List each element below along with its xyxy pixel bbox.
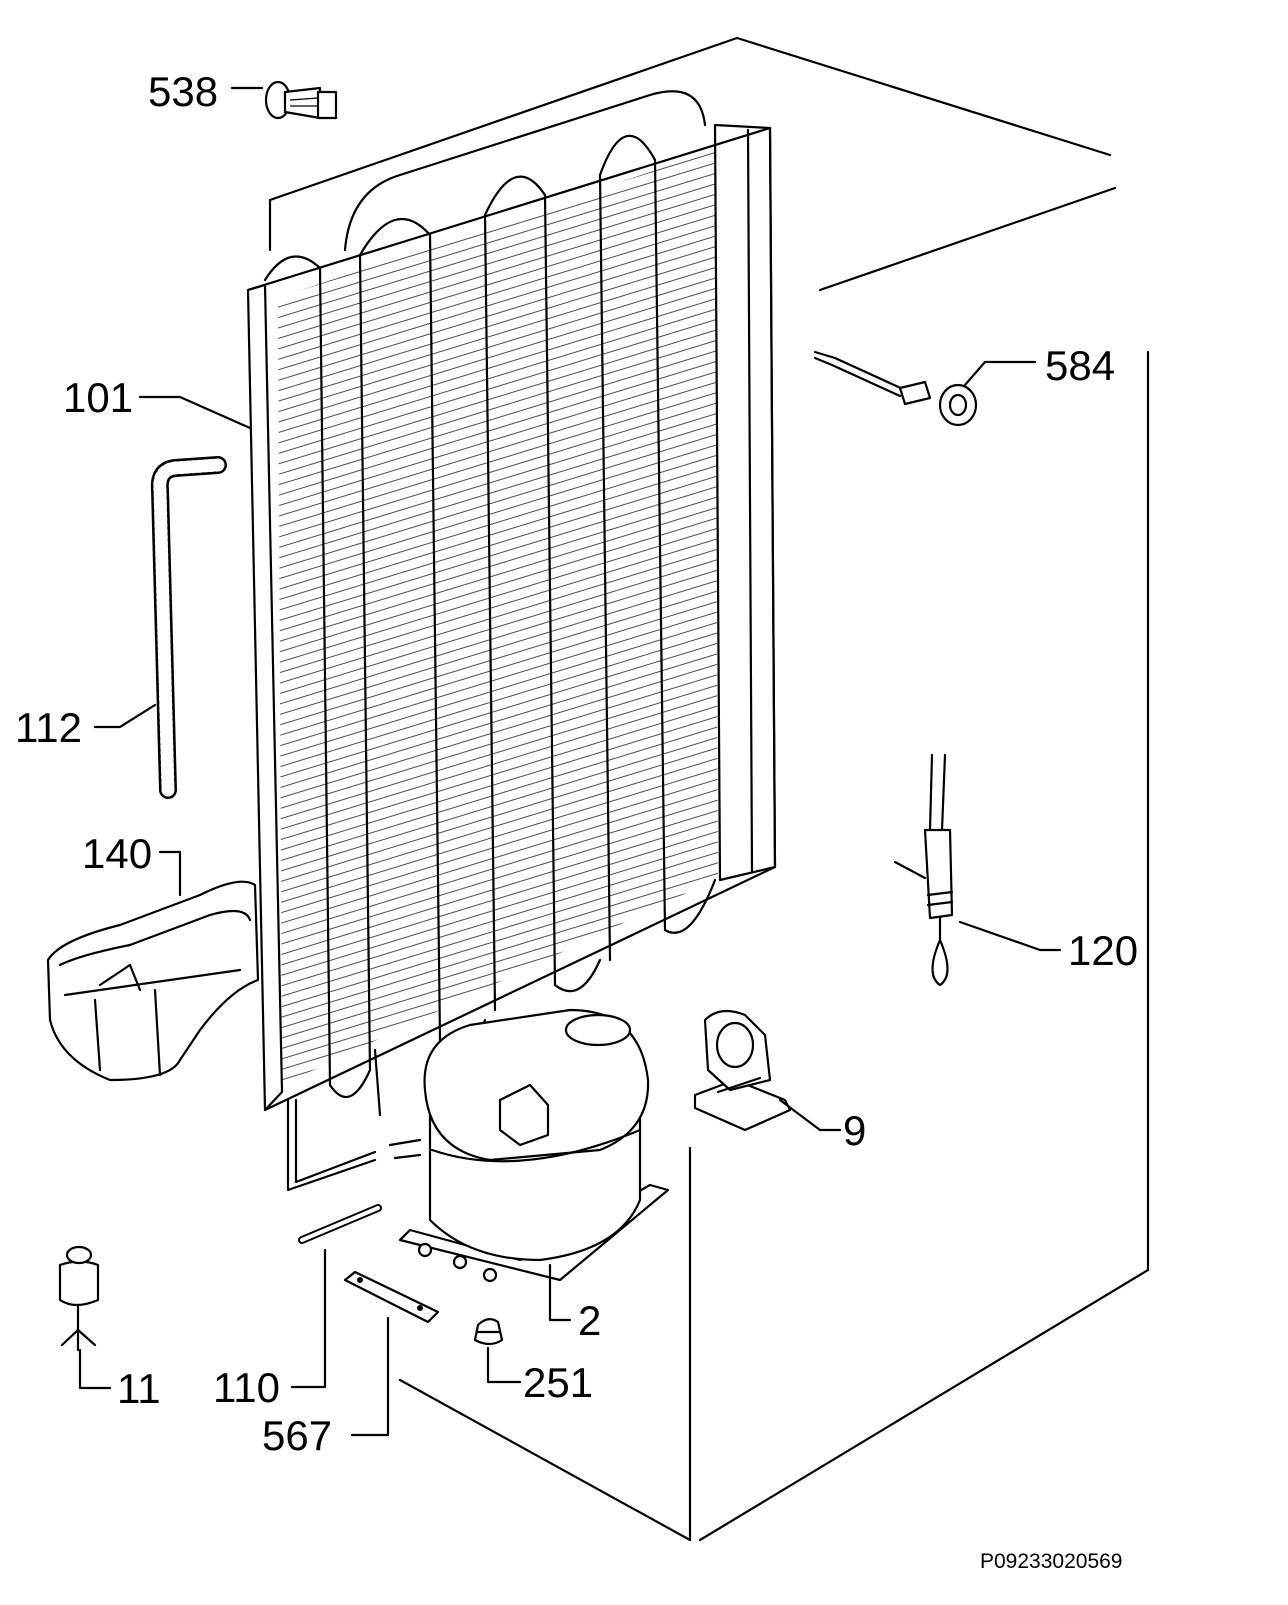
compressor-part-2 [388,1008,670,1283]
label-110: 110 [213,1364,280,1411]
label-120: 120 [1068,927,1138,974]
label-538: 538 [148,68,218,115]
label-112: 112 [15,704,82,751]
sensor-cable-part-584 [813,350,978,427]
thermostat-probe-part-120 [893,753,954,987]
label-11: 11 [117,1365,161,1412]
label-567: 567 [262,1412,332,1459]
mounting-bracket-part-567 [343,1270,440,1324]
label-140: 140 [82,830,152,877]
drain-hose-part-112 [150,456,227,799]
leader-lines [78,86,1062,1437]
label-2: 2 [578,1297,601,1344]
condenser-part-101 [246,90,777,1192]
label-584: 584 [1045,342,1115,389]
label-9: 9 [843,1107,866,1154]
label-251: 251 [523,1359,593,1406]
drawing-code: P09233020569 [980,1550,1122,1573]
cabinet-outline [268,36,1150,1542]
capillary-tube-part-110 [298,1204,382,1244]
thermostat-part-538 [264,80,338,120]
label-101: 101 [63,374,133,421]
drip-tray-part-140 [46,880,260,1082]
service-valve-part-11 [58,1245,100,1352]
starter-relay-part-9 [693,1009,792,1132]
rubber-grommet-part-251 [473,1318,504,1346]
